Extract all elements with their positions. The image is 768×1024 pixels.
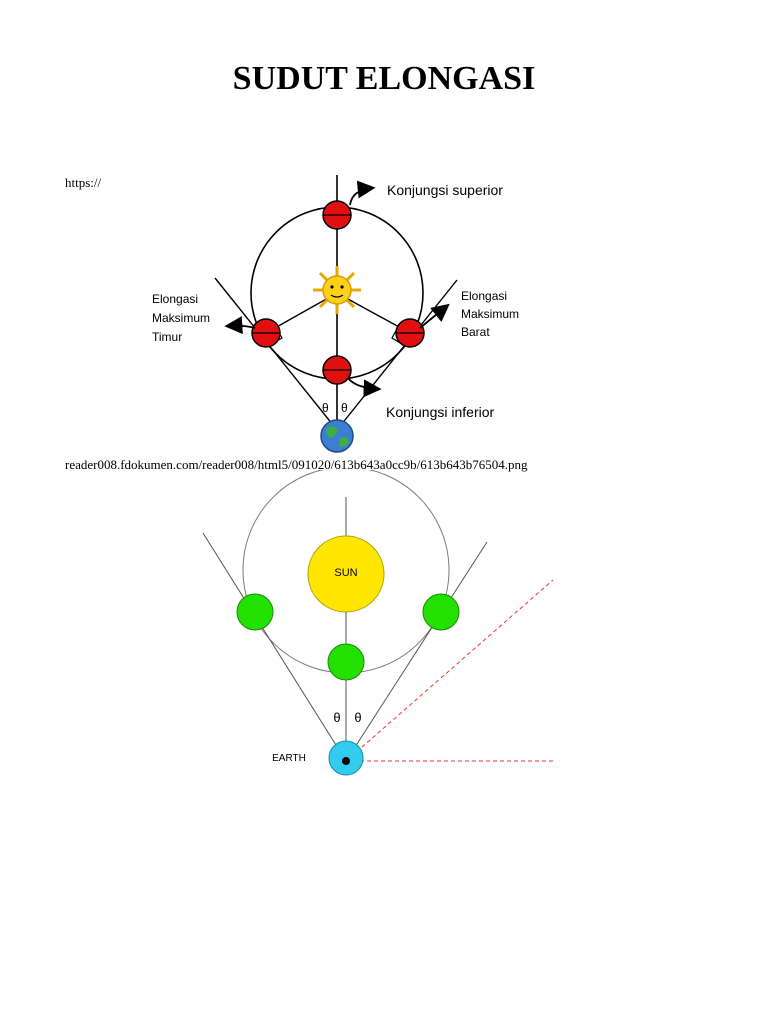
- elongation-diagram-1: Konjungsi superior Konjungsi inferior El…: [152, 175, 519, 453]
- earth-icon: [320, 419, 354, 453]
- planet-max-elongation-east: [251, 318, 281, 348]
- page-title: SUDUT ELONGASI: [232, 60, 536, 97]
- planet-right-2: [422, 593, 460, 631]
- sun-label: SUN: [334, 567, 357, 579]
- label-east-line1: Elongasi: [152, 292, 198, 306]
- planet-left-2: [236, 593, 274, 631]
- tangent-line-left-2: [202, 532, 347, 762]
- earth-center-dot: [342, 757, 350, 765]
- tangent-line-left: [214, 277, 338, 431]
- planet-superior-conjunction: [322, 200, 352, 230]
- planet-inferior-conjunction: [322, 355, 352, 385]
- arrow-west: [419, 303, 450, 329]
- earth-label: EARTH: [272, 753, 306, 764]
- source-url-part2[interactable]: reader008.fdokumen.com/reader008/html5/0…: [65, 457, 528, 472]
- theta-right-2: θ: [354, 710, 361, 725]
- label-east-line3: Timur: [152, 330, 182, 344]
- tangent-line-right-2: [345, 541, 488, 762]
- label-west-line3: Barat: [461, 325, 490, 339]
- red-dashed-line-diagonal: [345, 579, 554, 762]
- elongation-diagram-2: SUN θ θ EARTH: [202, 470, 556, 776]
- theta-left: θ: [322, 401, 329, 415]
- label-west-line2: Maksimum: [461, 307, 519, 321]
- label-superior-conjunction: Konjungsi superior: [387, 182, 503, 198]
- label-east-line2: Maksimum: [152, 311, 210, 325]
- arrow-east: [224, 316, 256, 335]
- label-inferior-conjunction: Konjungsi inferior: [386, 404, 495, 420]
- sun-icon: [313, 266, 361, 314]
- arrow-inferior: [347, 377, 382, 398]
- label-west-line1: Elongasi: [461, 289, 507, 303]
- planet-max-elongation-west: [395, 318, 425, 348]
- planet-inferior-2: [327, 643, 365, 681]
- theta-right: θ: [341, 401, 348, 415]
- theta-left-2: θ: [333, 710, 340, 725]
- arrow-superior: [349, 180, 376, 206]
- source-url-part1[interactable]: https://: [65, 175, 102, 190]
- sun-disc: [307, 535, 385, 613]
